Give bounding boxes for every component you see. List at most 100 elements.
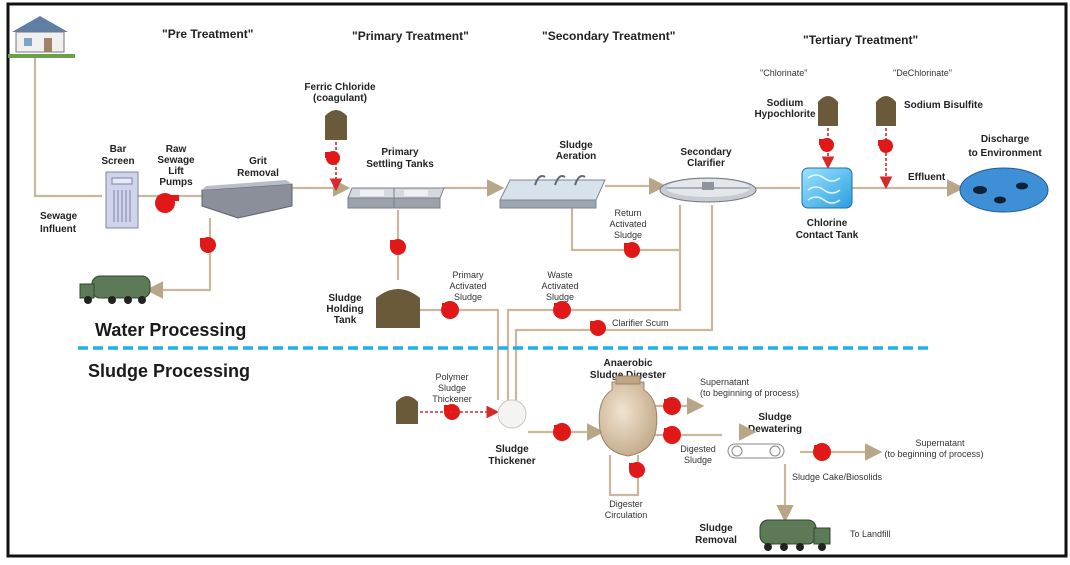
grit-removal-icon: [201, 180, 293, 219]
bar-screen-icon: [105, 171, 139, 229]
discharge-label-1: Discharge: [981, 134, 1030, 145]
pump-icon: [390, 239, 406, 255]
pump-icon: [441, 301, 459, 319]
pump-icon: [663, 426, 681, 444]
bar-screen-label-1: Bar: [110, 144, 127, 155]
to-landfill-label: To Landfill: [850, 529, 891, 539]
primary-activated-label-1: Primary: [453, 270, 484, 280]
dewatering-label-2: Dewatering: [748, 424, 802, 435]
primary-tanks-label-1: Primary: [381, 147, 419, 158]
raw-pumps-label-1: Raw: [166, 144, 187, 155]
pump-icon: [624, 242, 640, 258]
supernatant-a-label-2: (to beginning of process): [700, 388, 799, 398]
grit-label-2: Removal: [237, 168, 279, 179]
grit-label-1: Grit: [249, 156, 267, 167]
chlorinate-label: "Chlorinate": [760, 68, 807, 78]
waste-activated-label-3: Sludge: [546, 292, 574, 302]
polymer-tank-icon: [396, 396, 418, 424]
sodium-bisulfite-tank-icon: [876, 96, 896, 126]
digested-label-1: Digested: [680, 444, 716, 454]
holding-tank-label-1: Sludge: [328, 293, 362, 304]
polymer-label-3: Thickener: [432, 394, 472, 404]
raw-pumps-label-3: Lift: [168, 166, 184, 177]
discharge-pond-icon: [959, 167, 1049, 213]
secondary-clarifier-icon: [659, 177, 757, 203]
house-icon: [8, 16, 75, 58]
primary-settling-tanks-icon: [347, 187, 445, 209]
stage-secondary-treatment: "Secondary Treatment": [542, 29, 675, 43]
page-border: [6, 2, 1068, 558]
primary-activated-label-2: Activated: [449, 281, 486, 291]
holding-tank-label-3: Tank: [334, 315, 357, 326]
sodium-hypo-label-2: Hypochlorite: [754, 109, 816, 120]
sludge-aeration-label-2: Aeration: [556, 151, 597, 162]
sludge-aeration-label-1: Sludge: [559, 140, 593, 151]
pump-icon: [663, 397, 681, 415]
ferric-label-1: Ferric Chloride: [304, 82, 376, 93]
sludge-dewatering-icon: [727, 443, 785, 459]
stage-tertiary-treatment: "Tertiary Treatment": [803, 33, 918, 47]
secondary-clarifier-label-1: Secondary: [680, 147, 732, 158]
thickener-label-2: Thickener: [488, 456, 535, 467]
clarifier-scum-label: Clarifier Scum: [612, 318, 669, 328]
sewage-influent-label-1: Sewage: [40, 211, 78, 222]
effluent-label: Effluent: [908, 172, 946, 183]
sludge-processing-title: Sludge Processing: [88, 361, 250, 381]
sludge-removal-label-2: Removal: [695, 535, 737, 546]
waste-activated-label-1: Waste: [547, 270, 572, 280]
sodium-bisulfite-label: Sodium Bisulfite: [904, 100, 983, 111]
chlorine-tank-label-1: Chlorine: [807, 218, 848, 229]
return-sludge-label-1: Return: [614, 208, 641, 218]
pump-icon: [819, 138, 834, 152]
pump-icon: [325, 151, 340, 165]
secondary-clarifier-label-2: Clarifier: [687, 158, 725, 169]
dechlorinate-label: "DeChlorinate": [893, 68, 952, 78]
pump-icon: [629, 462, 645, 478]
digester-circulation-label-1: Digester: [609, 499, 643, 509]
dewatering-label-1: Sludge: [758, 412, 792, 423]
ferric-label-2: (coagulant): [313, 93, 367, 104]
primary-tanks-label-2: Settling Tanks: [366, 159, 434, 170]
chlorine-contact-tank-icon: [801, 167, 853, 209]
thickener-label-1: Sludge: [495, 444, 529, 455]
truck-icon: [79, 275, 151, 304]
polymer-label-2: Sludge: [438, 383, 466, 393]
pump-icon: [553, 301, 571, 319]
stage-pre-treatment: "Pre Treatment": [162, 27, 253, 41]
truck-icon: [759, 519, 831, 551]
supernatant-a-label-1: Supernatant: [700, 377, 750, 387]
sludge-cake-label: Sludge Cake/Biosolids: [792, 472, 883, 482]
digester-label-1: Anaerobic: [604, 358, 653, 369]
sewage-influent-label-2: Influent: [40, 224, 77, 235]
anaerobic-digester-icon: [598, 375, 658, 457]
digested-label-2: Sludge: [684, 455, 712, 465]
holding-tank-label-2: Holding: [326, 304, 363, 315]
waste-activated-label-2: Activated: [541, 281, 578, 291]
discharge-label-2: to Environment: [968, 148, 1042, 159]
raw-pumps-label-2: Sewage: [157, 155, 195, 166]
raw-pumps-label-4: Pumps: [159, 177, 193, 188]
polymer-label-1: Polymer: [435, 372, 468, 382]
primary-activated-label-3: Sludge: [454, 292, 482, 302]
pump-icon: [155, 193, 179, 213]
pump-icon: [813, 443, 831, 461]
sludge-aeration-icon: [499, 175, 606, 209]
pump-icon: [590, 320, 606, 336]
sludge-thickener-icon: [497, 399, 527, 429]
supernatant-b-label-2: (to beginning of process): [884, 449, 983, 459]
pump-icon: [553, 423, 571, 441]
sodium-hypochlorite-tank-icon: [818, 96, 838, 126]
pump-icon: [200, 237, 216, 253]
return-sludge-label-3: Sludge: [614, 230, 642, 240]
stage-primary-treatment: "Primary Treatment": [352, 29, 469, 43]
bar-screen-label-2: Screen: [101, 156, 134, 167]
sodium-hypo-label-1: Sodium: [767, 98, 804, 109]
return-sludge-label-2: Activated: [609, 219, 646, 229]
digester-circulation-label-2: Circulation: [605, 510, 648, 520]
pump-icon: [878, 139, 893, 153]
chlorine-tank-label-2: Contact Tank: [796, 230, 859, 241]
sludge-holding-tank-icon: [376, 289, 420, 328]
sludge-removal-label-1: Sludge: [699, 523, 733, 534]
